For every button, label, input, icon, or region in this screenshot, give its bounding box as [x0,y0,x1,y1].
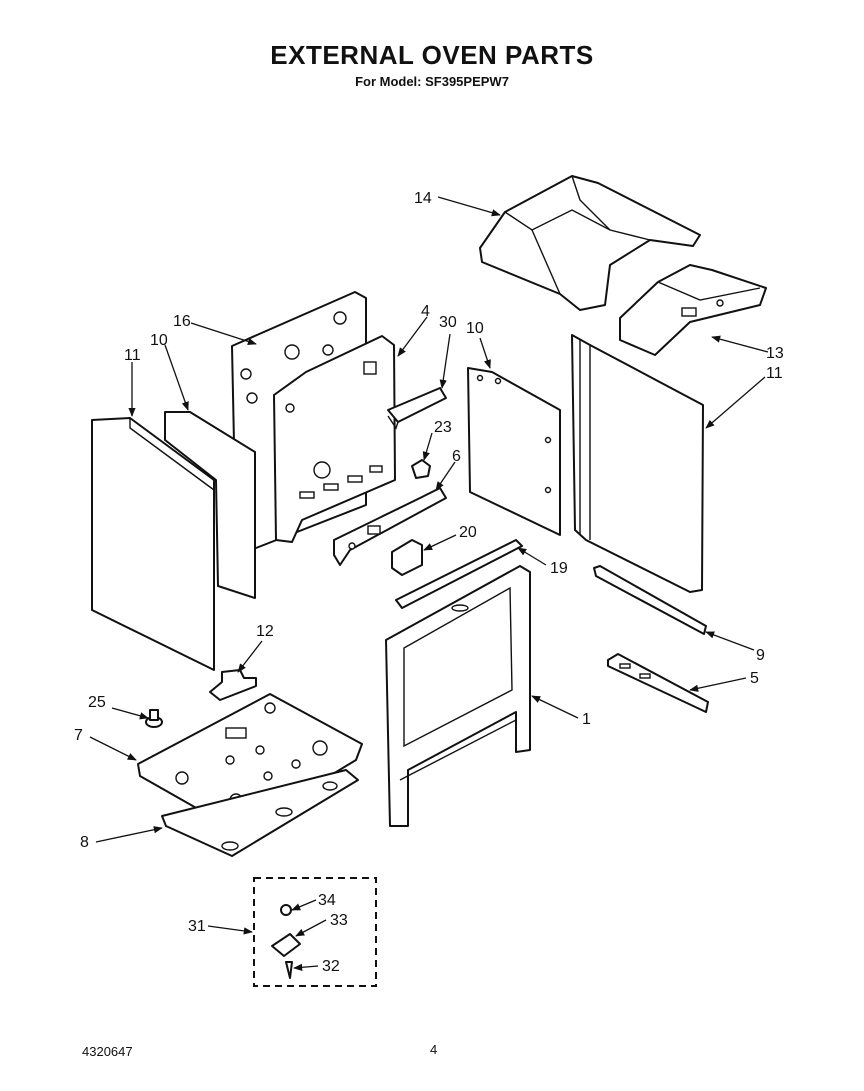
part-10-left-insulation [164,411,256,599]
part-5-rail [607,653,709,713]
callout-30: 30 [439,314,457,331]
part-6-front-bracket [333,487,447,566]
hardware-kit-box [253,877,377,987]
part-4-oven-back [273,335,396,543]
callout-20: 20 [459,524,477,541]
callout-10-right: 10 [466,320,484,337]
callout-33: 33 [330,912,348,929]
part-11-left-side-panel [91,417,215,671]
part-10-right-insulation [467,367,561,536]
page-number: 4 [430,1042,438,1057]
part-33-clip [271,933,301,957]
callout-7: 7 [74,727,83,744]
callout-23: 23 [434,419,452,436]
callout-34: 34 [318,892,336,909]
callout-25: 25 [88,694,106,711]
callout-11-left: 11 [124,347,141,364]
part-25-leveling-leg [145,709,163,728]
part-11-right-side-panel [571,334,704,593]
part-34-screw [280,904,292,916]
document-number: 4320647 [82,1044,133,1059]
callout-11-right: 11 [766,365,783,382]
model-subtitle: For Model: SF395PEPW7 [355,74,509,89]
part-19-trim-strip [395,539,523,609]
callout-4: 4 [421,303,430,320]
part-30-bracket [387,387,447,430]
part-1-front-frame [385,565,531,827]
leader-lines [89,196,769,971]
callout-6: 6 [452,448,461,465]
part-12-clip [209,669,257,701]
part-9-side-trim [593,565,707,635]
callout-16: 16 [173,313,191,330]
callout-14: 14 [414,190,432,207]
callout-32: 32 [322,958,340,975]
part-13-rear-top-panel [619,264,767,356]
callout-8: 8 [80,834,89,851]
part-7-bottom-panel [137,693,363,831]
part-20-small-bracket [391,539,423,576]
callout-13: 13 [766,345,784,362]
callout-19: 19 [550,560,568,577]
callout-9: 9 [756,647,765,664]
part-32-pin [285,961,293,979]
callout-12: 12 [256,623,274,640]
part-8-floor-panel [161,769,359,857]
callout-1: 1 [582,711,591,728]
part-14-top-shield [479,175,701,311]
part-23-clip [411,459,431,479]
callout-31: 31 [188,918,206,935]
page-title: EXTERNAL OVEN PARTS [270,40,594,70]
callout-5: 5 [750,670,759,687]
callout-10-left: 10 [150,332,168,349]
